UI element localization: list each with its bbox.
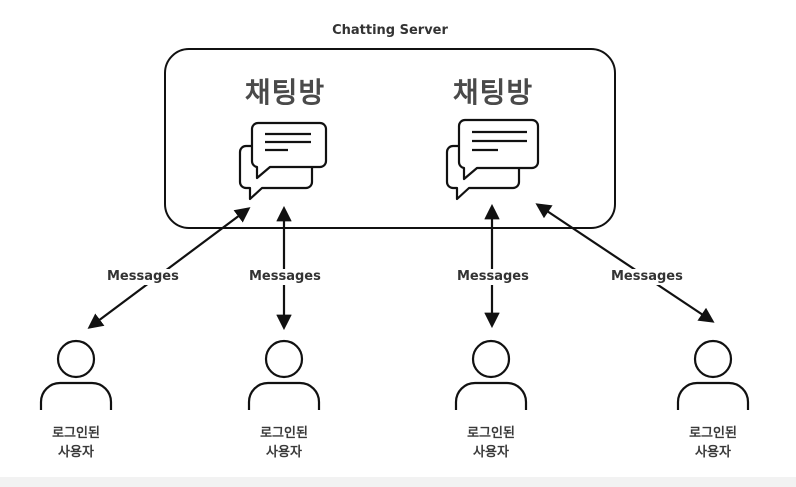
user-label-line1: 로그인된 xyxy=(689,426,737,441)
messages-label: Messages xyxy=(246,269,324,285)
user-label: 로그인된 사용자 xyxy=(244,424,324,462)
user-label: 로그인된 사용자 xyxy=(36,424,116,462)
chat-bubbles-icon xyxy=(238,121,328,201)
bottom-strip xyxy=(0,477,796,487)
server-box xyxy=(164,48,616,229)
messages-label: Messages xyxy=(104,269,182,285)
user-label-line2: 사용자 xyxy=(266,445,302,460)
chat-room-title: 채팅방 xyxy=(452,76,534,109)
user-label-line2: 사용자 xyxy=(58,445,94,460)
user-label: 로그인된 사용자 xyxy=(673,424,753,462)
messages-label: Messages xyxy=(608,269,686,285)
user-label: 로그인된 사용자 xyxy=(451,424,531,462)
server-title: Chatting Server xyxy=(332,23,448,38)
user-label-line1: 로그인된 xyxy=(260,426,308,441)
message-arrow xyxy=(87,207,251,329)
user-label-line2: 사용자 xyxy=(695,445,731,460)
chat-room-title: 채팅방 xyxy=(244,76,326,109)
user-icon xyxy=(39,339,113,410)
user-label-line1: 로그인된 xyxy=(467,426,515,441)
user-label-line2: 사용자 xyxy=(473,445,509,460)
user-icon xyxy=(454,339,528,410)
chat-bubbles-icon xyxy=(445,118,540,201)
user-label-line1: 로그인된 xyxy=(52,426,100,441)
user-icon xyxy=(676,339,750,410)
message-arrow xyxy=(535,203,715,323)
user-icon xyxy=(247,339,321,410)
messages-label: Messages xyxy=(454,269,532,285)
